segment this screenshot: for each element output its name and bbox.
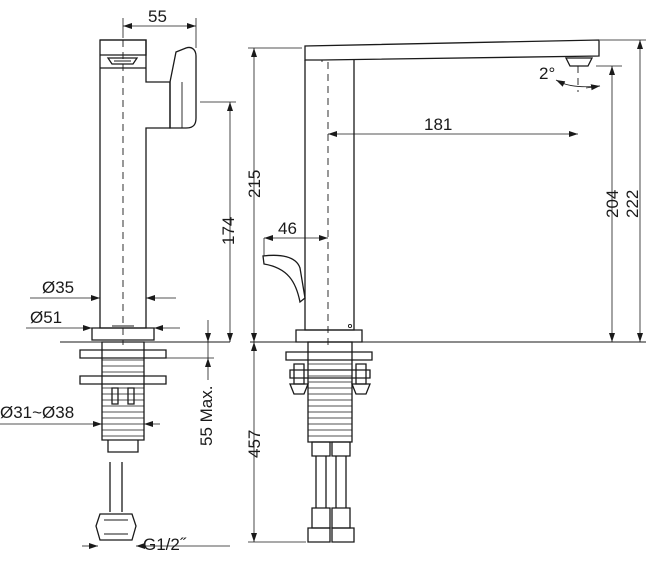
side-view-connector-nut bbox=[95, 513, 137, 541]
dim-body-diameter: Ø35 bbox=[42, 278, 74, 297]
front-view-body bbox=[304, 60, 355, 331]
side-view-lever bbox=[169, 46, 197, 129]
dim-overall-height: 222 bbox=[623, 190, 642, 218]
dim-outlet-height: 204 bbox=[603, 190, 622, 218]
dim-spout-angle: 2° bbox=[539, 64, 555, 83]
dim-lever-offset: 46 bbox=[278, 219, 297, 238]
dim-total-height: 215 bbox=[245, 170, 264, 198]
aerator-icon bbox=[106, 57, 139, 65]
dim-hole-range: Ø31~Ø38 bbox=[0, 403, 74, 422]
side-view-thread-lines bbox=[102, 359, 144, 437]
front-view-threaded-shank bbox=[307, 341, 353, 443]
front-view-aerator bbox=[564, 57, 594, 67]
dim-spout-reach: 181 bbox=[424, 115, 452, 134]
dim-top-width: 55 bbox=[148, 7, 167, 26]
side-view-body bbox=[99, 39, 171, 329]
side-view-threaded-shank bbox=[101, 341, 145, 441]
front-view-hoses bbox=[315, 456, 347, 508]
dim-connection: G1/2˝ bbox=[143, 535, 187, 554]
dim-side-height: 174 bbox=[219, 217, 238, 245]
front-view: 215 457 181 2° 204 222 46 bbox=[245, 39, 646, 543]
dim-counter-max: 55 Max. bbox=[197, 386, 216, 446]
dim-hose-length: 457 bbox=[245, 430, 264, 458]
front-view-spout bbox=[304, 39, 600, 61]
dim-base-diameter: Ø51 bbox=[30, 308, 62, 327]
front-view-thread-lines bbox=[308, 363, 352, 437]
front-view-lever bbox=[262, 254, 306, 304]
side-view-hose bbox=[109, 462, 123, 512]
side-view: 55 174 Ø35 Ø51 Ø31~Ø38 55 Max. G1/2˝ bbox=[0, 7, 238, 554]
